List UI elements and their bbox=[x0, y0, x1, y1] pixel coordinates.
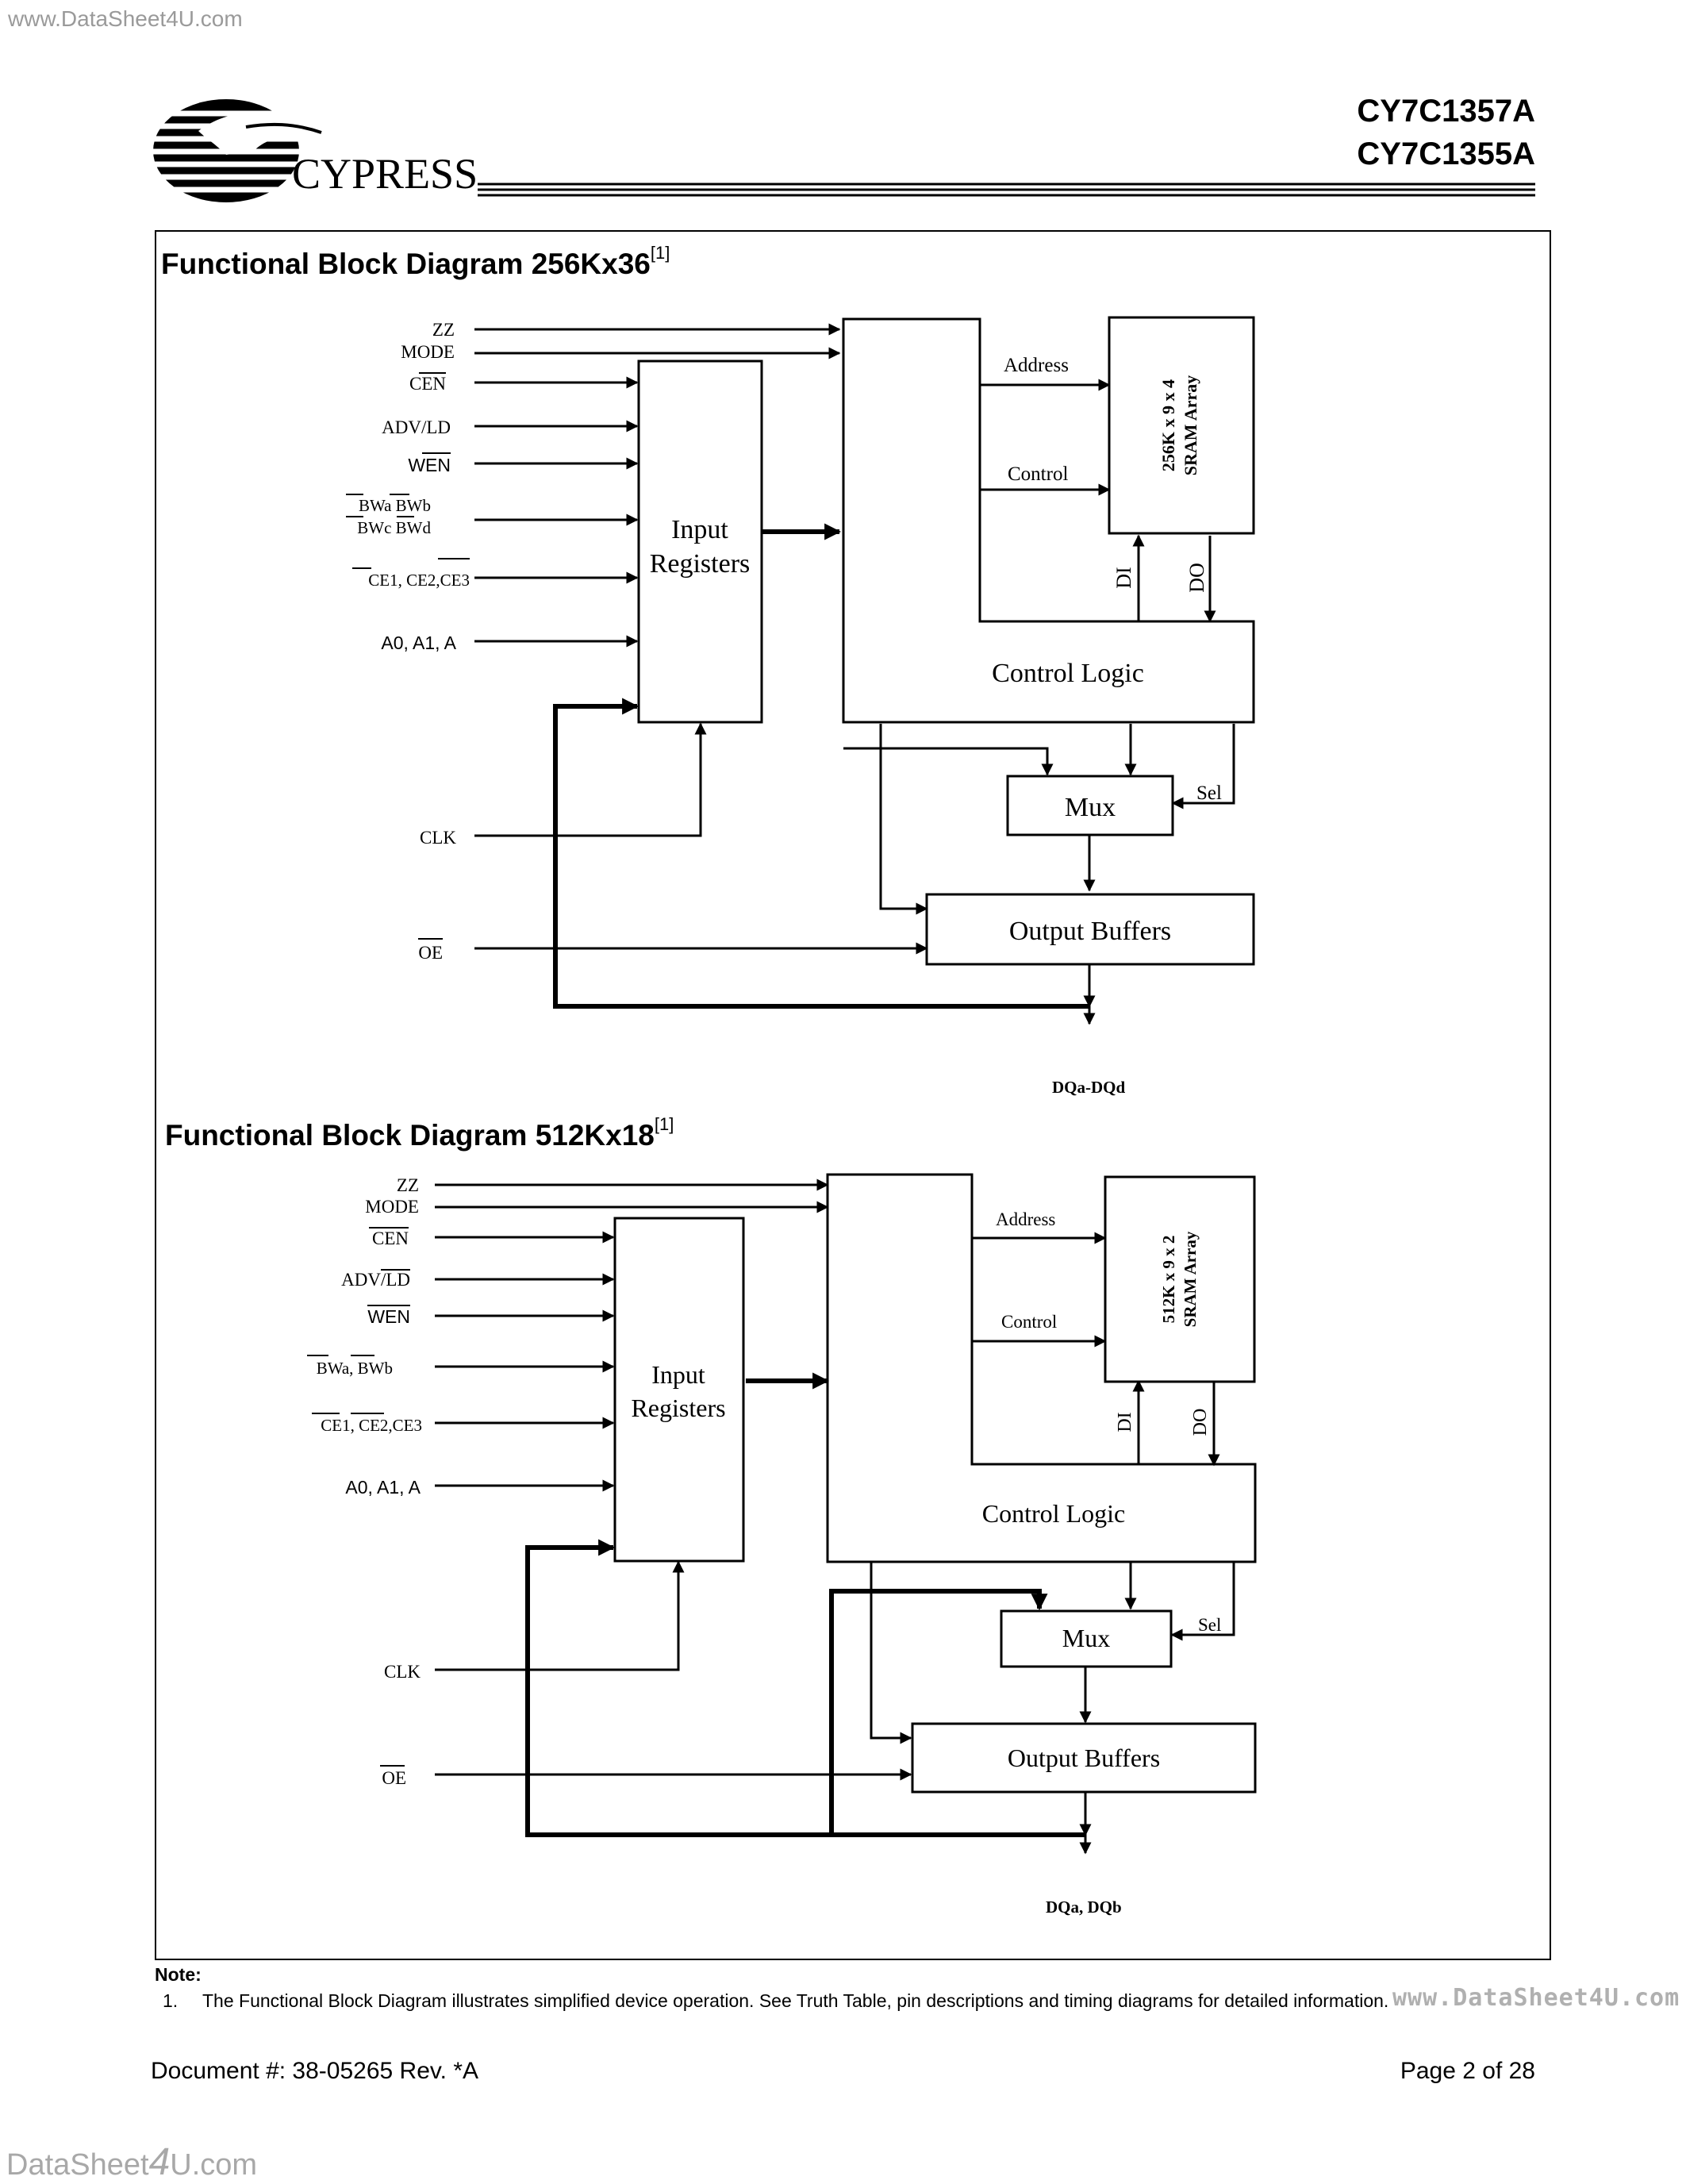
sram-array-line1: 512K x 9 x 2 bbox=[1159, 1236, 1178, 1324]
input-cen: CEN bbox=[372, 1228, 409, 1248]
diagram1-title: Functional Block Diagram 256Kx36[1] bbox=[161, 243, 670, 281]
input-adv-ld: ADV/LD bbox=[341, 1270, 410, 1290]
input-bw: BWa, BWb bbox=[317, 1359, 393, 1378]
diagram2-title-text: Functional Block Diagram 512Kx18 bbox=[165, 1119, 655, 1152]
mux-label: Mux bbox=[1065, 793, 1116, 822]
input-registers-line1: Input bbox=[671, 515, 728, 544]
input-registers-box bbox=[637, 360, 763, 724]
diagram2-title-ref: [1] bbox=[654, 1114, 674, 1134]
logo-text: CYPRESS bbox=[292, 150, 478, 198]
sel-label: Sel bbox=[1198, 1615, 1221, 1635]
input-registers-line2: Registers bbox=[631, 1394, 725, 1422]
watermark-top: www.DataSheet4U.com bbox=[8, 6, 243, 31]
sram-array-line2: SRAM Array bbox=[1181, 1231, 1200, 1327]
sram-array-line1: 256K x 9 x 4 bbox=[1158, 379, 1178, 471]
watermark-suffix: U.com bbox=[170, 2148, 258, 2182]
control-logic-label: Control Logic bbox=[992, 659, 1144, 688]
input-clk: CLK bbox=[420, 828, 456, 848]
note-item: 1. The Functional Block Diagram illustrat… bbox=[163, 1990, 1388, 2012]
control-label: Control bbox=[1001, 1312, 1057, 1332]
input-address: A0, A1, A bbox=[345, 1477, 421, 1498]
input-address: A0, A1, A bbox=[381, 633, 456, 653]
output-label: DQa-DQd bbox=[1052, 1078, 1125, 1097]
input-adv-ld: ADV/LD bbox=[382, 417, 451, 437]
input-ce: CE1, CE2,CE3 bbox=[321, 1416, 422, 1435]
input-zz: ZZ bbox=[397, 1175, 419, 1195]
input-registers-line2: Registers bbox=[650, 549, 751, 579]
di-label: DI bbox=[1115, 1412, 1135, 1432]
address-label: Address bbox=[1004, 355, 1069, 376]
output-buffers-box bbox=[925, 893, 1255, 966]
sram-array-box bbox=[1104, 1175, 1256, 1383]
input-clk: CLK bbox=[384, 1662, 421, 1682]
do-label: DO bbox=[1185, 563, 1208, 593]
input-zz: ZZ bbox=[432, 320, 455, 340]
sram-array-line2: SRAM Array bbox=[1181, 375, 1200, 475]
input-bw-ab: BWa BWb bbox=[359, 496, 431, 515]
block-diagram-512kx18: ZZ MODE CEN ADV/LD WEN BWa, BWb CE1, CE2… bbox=[307, 1173, 1257, 1917]
output-buffers-label: Output Buffers bbox=[1008, 1744, 1160, 1772]
diagram2-title: Functional Block Diagram 512Kx18[1] bbox=[165, 1114, 674, 1152]
di-label: DI bbox=[1112, 567, 1135, 588]
output-label: DQa, DQb bbox=[1046, 1898, 1122, 1917]
input-mode: MODE bbox=[401, 342, 455, 362]
cypress-logo: CYPRESS bbox=[151, 99, 1535, 202]
mux-box bbox=[1006, 775, 1174, 836]
control-logic-label: Control Logic bbox=[982, 1499, 1125, 1528]
do-label: DO bbox=[1190, 1409, 1211, 1436]
watermark-prefix: DataSheet bbox=[6, 2148, 149, 2182]
control-logic-box bbox=[826, 1173, 1257, 1563]
input-mode: MODE bbox=[365, 1197, 419, 1217]
part-number-1: CY7C1357A bbox=[1357, 94, 1535, 129]
document-number: Document #: 38-05265 Rev. *A bbox=[151, 2058, 479, 2084]
page-number: Page 2 of 28 bbox=[1400, 2058, 1535, 2084]
address-label: Address bbox=[996, 1209, 1055, 1229]
block-diagram-256kx36: ZZ MODE CEN ADV/LD WEN BWa BWb BWc BWd C… bbox=[346, 316, 1255, 1097]
input-registers-box bbox=[613, 1217, 745, 1563]
note-text: The Functional Block Diagram illustrates… bbox=[202, 1990, 1389, 2011]
sel-label: Sel bbox=[1196, 782, 1222, 804]
input-bw-cd: BWc BWd bbox=[357, 518, 431, 537]
input-cen: CEN bbox=[409, 374, 446, 394]
watermark-right: www.DataSheet4U.com bbox=[1392, 1984, 1680, 2012]
input-oe: OE bbox=[418, 943, 443, 963]
output-buffers-box bbox=[911, 1722, 1257, 1794]
input-ce: CE1, CE2,CE3 bbox=[368, 571, 470, 590]
control-logic-box bbox=[842, 317, 1255, 724]
watermark-bottom: DataSheet4U.com bbox=[6, 2140, 257, 2184]
sram-array-box bbox=[1108, 316, 1255, 535]
mux-box bbox=[1000, 1609, 1173, 1668]
watermark-big: 4 bbox=[148, 2141, 171, 2183]
part-number-2: CY7C1355A bbox=[1357, 136, 1535, 171]
mux-label: Mux bbox=[1062, 1624, 1110, 1652]
output-buffers-label: Output Buffers bbox=[1009, 917, 1171, 946]
input-oe: OE bbox=[382, 1768, 406, 1788]
diagram1-title-ref: [1] bbox=[650, 243, 670, 263]
diagram1-title-text: Functional Block Diagram 256Kx36 bbox=[161, 248, 651, 280]
diagram-frame bbox=[155, 230, 1551, 1960]
control-label: Control bbox=[1008, 463, 1068, 485]
note-number: 1. bbox=[163, 1990, 179, 2011]
input-wen: WEN bbox=[408, 455, 451, 475]
note-heading: Note: bbox=[155, 1964, 202, 1985]
input-registers-line1: Input bbox=[651, 1360, 705, 1389]
input-wen: WEN bbox=[367, 1306, 410, 1327]
logo-globe-icon bbox=[151, 99, 325, 202]
